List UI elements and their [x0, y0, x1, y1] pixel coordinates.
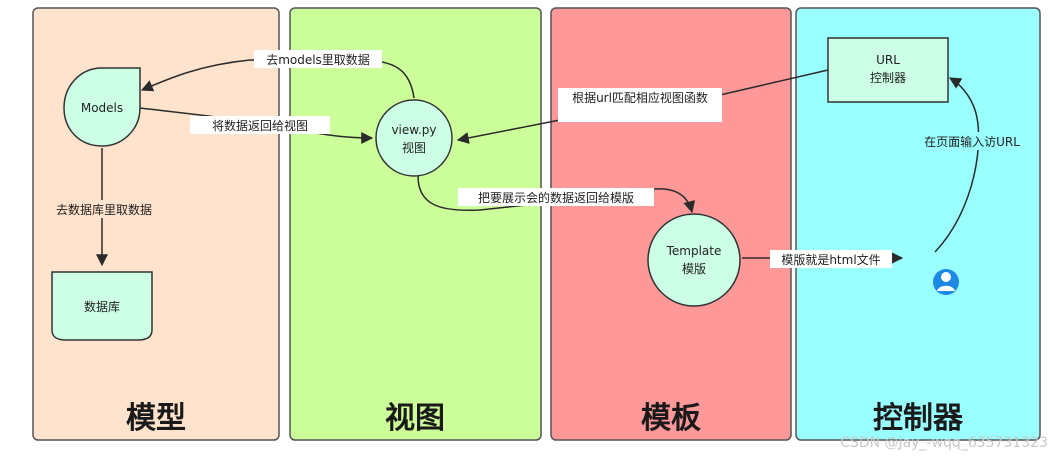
- view-node: [375, 99, 453, 177]
- database-node-label: 数据库: [84, 299, 120, 314]
- template-node-label-2: 模版: [682, 262, 706, 276]
- watermark: CSDN @Jay_-wqq_635731323: [840, 435, 1048, 451]
- edge-label-template-to-user: 模版就是html文件: [781, 252, 880, 267]
- template-node-label-1: Template: [666, 244, 722, 258]
- edge-label-bg-user-to-url: [910, 132, 1034, 150]
- panel-view: [289, 7, 542, 441]
- edge-label-view-to-models: 去models里取数据: [266, 52, 370, 67]
- panel-title-model: 模型: [126, 401, 186, 436]
- panel-controller: [795, 7, 1041, 441]
- url-controller-node: [827, 37, 949, 103]
- edge-label-models-to-db: 去数据库里取数据: [56, 202, 152, 217]
- edge-label-url-to-view: 根据url匹配相应视图函数: [572, 90, 708, 105]
- panel-title-controller: 控制器: [873, 401, 964, 436]
- edge-label-view-to-template: 把要展示会的数据返回给模版: [478, 190, 634, 205]
- models-node: [63, 67, 141, 147]
- view-node-label-1: view.py: [391, 123, 436, 137]
- edge-label-bg-url-to-view: [558, 88, 722, 122]
- models-node-label: Models: [81, 101, 123, 115]
- panel-model: [32, 7, 280, 441]
- edge-label-bg-template-to-user: [770, 250, 892, 268]
- edge-label-bg-models-to-db: [44, 200, 164, 218]
- url-node-label-2: 控制器: [870, 71, 906, 85]
- database-node: [51, 271, 153, 341]
- edge-view-to-models: [140, 59, 415, 99]
- template-node: [647, 213, 741, 307]
- panel-title-template: 模板: [641, 401, 701, 436]
- view-node-label-2: 视图: [402, 140, 426, 155]
- panel-title-view: 视图: [385, 401, 445, 436]
- edge-label-bg-view-to-template: [458, 188, 654, 206]
- edge-user-to-url: [934, 77, 980, 253]
- edge-label-bg-view-to-models: [254, 50, 382, 68]
- edge-label-bg-models-to-view: [190, 116, 330, 134]
- edge-label-user-to-url: 在页面输入访URL: [924, 134, 1020, 149]
- url-node-label-1: URL: [876, 53, 900, 67]
- edge-label-models-to-view: 将数据返回给视图: [212, 118, 308, 133]
- user-icon: [933, 269, 959, 295]
